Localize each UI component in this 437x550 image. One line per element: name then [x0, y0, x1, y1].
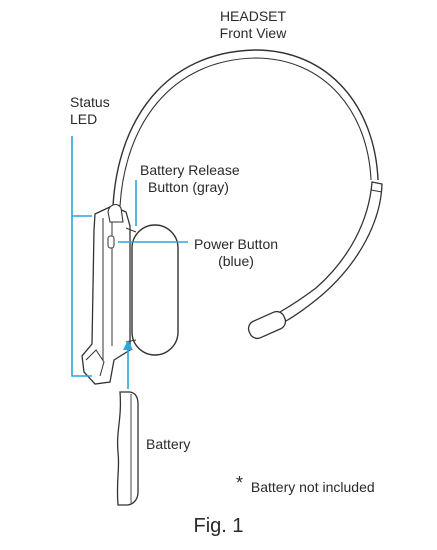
status-led-leader [71, 136, 92, 377]
figure-caption: Fig. 1 [193, 515, 244, 537]
headband-inner [119, 57, 372, 207]
figure-title-line1: HEADSET [219, 8, 287, 24]
battery-release-label-line2: Button (gray) [148, 179, 229, 195]
power-button [107, 235, 115, 249]
status-led-label-line2: LED [70, 111, 98, 127]
power-button-label-line2: (blue) [218, 253, 254, 269]
microphone-tip [247, 310, 287, 340]
figure-title: HEADSET Front View [205, 8, 301, 42]
footnote: * Battery not included [236, 474, 375, 496]
ear-pad [131, 224, 179, 356]
footnote-asterisk: * [236, 473, 244, 493]
power-button-label: Power Button (blue) [190, 236, 282, 270]
body-foot [85, 349, 105, 377]
headset-body [81, 205, 131, 385]
microphone-boom [279, 181, 383, 322]
battery-pack [116, 391, 139, 506]
status-led-label-line1: Status [70, 94, 110, 110]
boom-end-line [370, 189, 383, 193]
battery-release-label: Battery Release Button (gray) [140, 162, 240, 196]
battery-release-button [107, 203, 124, 223]
battery-release-label-line1: Battery Release [140, 162, 240, 178]
figure-title-line2: Front View [219, 25, 287, 41]
headband [112, 49, 379, 207]
leader-lines [71, 136, 188, 389]
footnote-text: Battery not included [250, 479, 375, 495]
battery-label: Battery [146, 436, 191, 452]
power-button-label-line1: Power Button [193, 236, 279, 252]
battery-insert-arrowhead [123, 340, 133, 350]
status-led-label: Status LED [70, 94, 110, 128]
